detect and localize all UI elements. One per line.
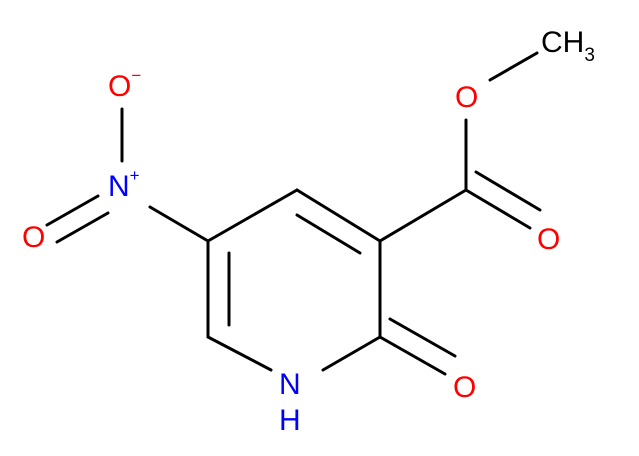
methyl-label: CH3 bbox=[541, 26, 595, 66]
bond-nitro-n-o bbox=[45, 194, 100, 227]
ring-nitrogen-label: N bbox=[279, 368, 301, 401]
ring-nh-hydrogen-label: H bbox=[279, 404, 301, 437]
bond-c5-nitro-n bbox=[148, 205, 210, 243]
bond-c2-o-double bbox=[388, 317, 457, 358]
bond-c4-c3-inner bbox=[295, 213, 362, 255]
carbonyl-oxygen-label: O bbox=[537, 223, 560, 256]
bond-nitro-n-o-double bbox=[55, 211, 110, 244]
bond-cester-o-carbonyl bbox=[464, 188, 532, 230]
bond-o-methyl bbox=[488, 51, 539, 82]
bond-c3-cester bbox=[378, 188, 468, 243]
nitro-oxygen-label: O bbox=[22, 221, 45, 254]
bond-cester-o-carbonyl-double bbox=[474, 170, 542, 212]
bond-c2-o bbox=[378, 335, 447, 376]
nitro-oxygen-minus-label: O− bbox=[108, 66, 141, 103]
nitro-nitrogen-label: N+ bbox=[108, 166, 140, 203]
bond-c4-c5 bbox=[206, 188, 299, 243]
ester-oxygen-label: O bbox=[455, 81, 478, 114]
bond-c2-n1 bbox=[321, 335, 382, 372]
bond-n1-c6 bbox=[206, 335, 273, 372]
atom-labels: CH3 O O O N H N+ O− O bbox=[22, 26, 595, 437]
ring-carbonyl-oxygen-label: O bbox=[453, 371, 476, 404]
bond-c4-c3 bbox=[295, 188, 382, 243]
bonds bbox=[45, 51, 542, 376]
